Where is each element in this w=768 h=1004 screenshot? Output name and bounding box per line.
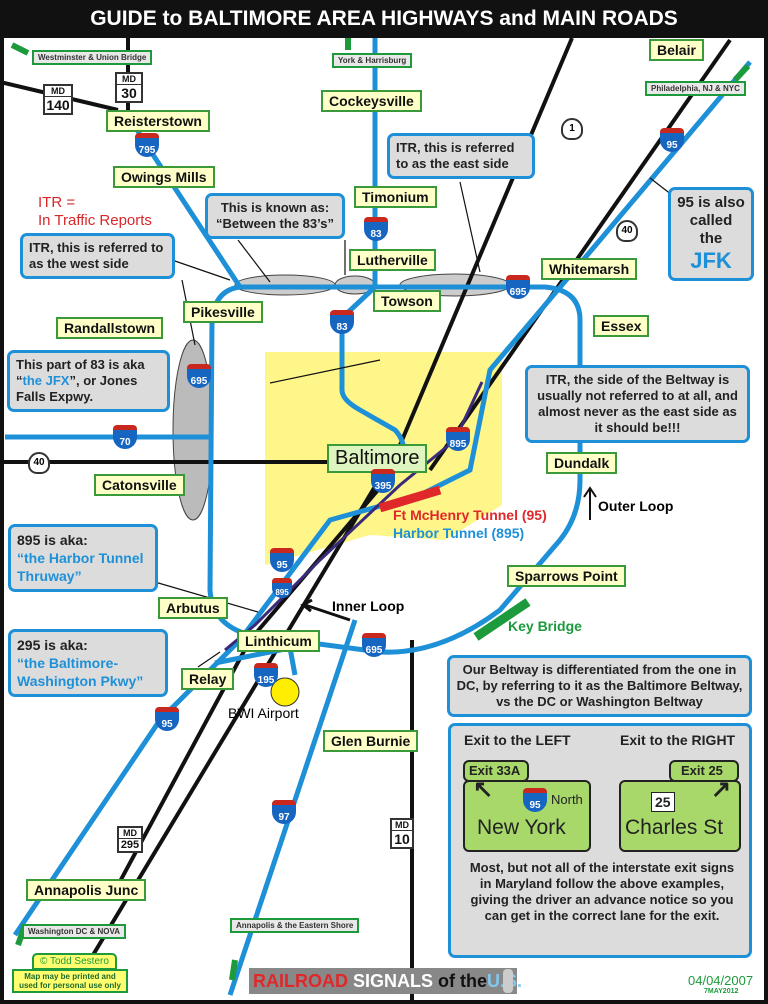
town-randallstown: Randallstown xyxy=(56,317,164,339)
arrow-annapolis xyxy=(229,959,238,981)
town-belair: Belair xyxy=(649,39,704,61)
town-essex: Essex xyxy=(593,315,650,337)
copyright-badge: © Todd Sestero xyxy=(32,953,117,970)
town-arbutus: Arbutus xyxy=(158,597,228,619)
i-95-shield: 95 xyxy=(660,128,684,152)
town-timonium: Timonium xyxy=(354,186,437,208)
revision-date: 7MAY2012 xyxy=(704,988,739,995)
i-95-shield: 95 xyxy=(155,707,179,731)
permission-note: Map may be printed and used for personal… xyxy=(12,969,128,993)
us-40-east-road xyxy=(428,38,732,472)
exit-right-sign: 25 ↗ Charles St xyxy=(619,776,741,852)
town-annapolis-junc: Annapolis Junc xyxy=(26,879,147,901)
i-83-shield: 83 xyxy=(330,310,354,334)
pointer-895 xyxy=(147,579,259,613)
note-895: 895 is aka:“the Harbor Tunnel Thruway” xyxy=(8,524,158,592)
itr-legend: ITR =In Traffic Reports xyxy=(38,194,152,229)
key-bridge xyxy=(473,598,531,641)
map-date: 04/04/2007 xyxy=(688,973,754,988)
note-jfx: This part of 83 is aka“the JFX”, or Jone… xyxy=(7,350,170,412)
key-bridge-label: Key Bridge xyxy=(508,618,582,634)
i-195-shield: 195 xyxy=(254,663,278,687)
pointer-jfx xyxy=(269,359,381,384)
exit-right-destination: Charles St xyxy=(625,816,724,839)
dest-westminster: Westminster & Union Bridge xyxy=(32,50,153,65)
i-895-shield: 895 xyxy=(446,427,470,451)
dest-annapolis: Annapolis & the Eastern Shore xyxy=(230,918,360,933)
i-695-shield: 695 xyxy=(362,633,386,657)
town-owings-mills: Owings Mills xyxy=(113,166,215,188)
pointer-east xyxy=(459,181,481,273)
harbor-tunnel-label: Harbor Tunnel (895) xyxy=(393,525,525,541)
town-catonsville: Catonsville xyxy=(94,474,185,496)
town-cockeysville: Cockeysville xyxy=(321,90,422,112)
town-pikesville: Pikesville xyxy=(183,301,263,323)
town-whitemarsh: Whitemarsh xyxy=(541,258,638,280)
town-lutherville: Lutherville xyxy=(349,249,436,271)
dest-philadelphia: Philadelphia, NJ & NYC xyxy=(645,81,746,96)
note-east-beltway: ITR, the side of the Beltway is usually … xyxy=(525,365,750,443)
i-95-shield: 95 xyxy=(523,788,547,812)
town-relay: Relay xyxy=(181,668,235,690)
outer-loop-label: Outer Loop xyxy=(598,498,674,514)
exit-left-heading: Exit to the LEFT xyxy=(464,732,571,748)
traffic-signal-icon xyxy=(503,969,513,993)
arrow-up-right-icon: ↗ xyxy=(711,776,732,803)
i-895-shield: 895 xyxy=(272,578,292,598)
bwi-airport-marker xyxy=(270,677,300,707)
exit-right-heading: Exit to the RIGHT xyxy=(620,732,736,748)
i-695-beltway xyxy=(207,284,583,655)
i-695-shield: 695 xyxy=(506,275,530,299)
note-295: 295 is aka:“the Baltimore-Washington Pkw… xyxy=(8,629,168,697)
town-towson: Towson xyxy=(373,290,441,312)
pointer-295 xyxy=(197,651,221,668)
inner-loop-label: Inner Loop xyxy=(332,598,405,614)
i-95-shield: 95 xyxy=(270,548,294,572)
arrow-philadelphia xyxy=(732,63,751,83)
fort-mchenry-tunnel xyxy=(378,485,442,513)
outer-loop-arrow xyxy=(583,486,597,520)
i-695-shield: 695 xyxy=(187,364,211,388)
exit-sign-panel: Exit to the LEFT Exit to the RIGHT Exit … xyxy=(448,723,752,958)
i-83-shield: 83 xyxy=(364,217,388,241)
exit-left-direction: North xyxy=(551,792,583,807)
arrow-up-left-icon: ↖ xyxy=(473,776,494,803)
note-beltway-dc: Our Beltway is differentiated from the o… xyxy=(447,655,752,717)
note-east-side: ITR, this is referred to as the east sid… xyxy=(387,133,535,179)
us-40-shield: 40 xyxy=(616,220,638,242)
i-395-shield: 395 xyxy=(371,469,395,493)
town-glen-burnie: Glen Burnie xyxy=(323,730,419,752)
note-between-83s: This is known as:“Between the 83’s” xyxy=(205,193,345,239)
dest-washington: Washington DC & NOVA xyxy=(22,924,126,939)
town-sparrows-point: Sparrows Point xyxy=(507,565,626,587)
railroad-signals-logo[interactable]: RAILROAD SIGNALS of theU.S. xyxy=(249,968,522,994)
i-795-shield: 795 xyxy=(135,133,159,157)
i-97-shield: 97 xyxy=(272,800,296,824)
arrow-westminster xyxy=(10,42,30,56)
i-70-shield: 70 xyxy=(113,425,137,449)
route-25-shield: 25 xyxy=(651,792,675,812)
town-linthicum: Linthicum xyxy=(237,630,320,652)
note-west-side: ITR, this is referred to as the west sid… xyxy=(20,233,175,279)
exit-left-sign: ↖ 95 North New York xyxy=(463,776,591,852)
pointer-between83 xyxy=(237,239,346,283)
exit-left-destination: New York xyxy=(477,816,566,839)
map-title: GUIDE to BALTIMORE AREA HIGHWAYS and MAI… xyxy=(0,0,768,38)
dest-york: York & Harrisburg xyxy=(332,53,413,68)
town-dundalk: Dundalk xyxy=(546,452,618,474)
fort-mchenry-label: Ft McHenry Tunnel (95) xyxy=(393,507,547,523)
us-40-shield: 40 xyxy=(28,452,50,474)
us-1-shield: 1 xyxy=(561,118,583,140)
exit-info-text: Most, but not all of the interstate exit… xyxy=(469,860,735,923)
inner-loop-arrow xyxy=(300,598,351,622)
town-reisterstown: Reisterstown xyxy=(106,110,210,132)
bwi-airport-label: BWI Airport xyxy=(228,705,299,721)
